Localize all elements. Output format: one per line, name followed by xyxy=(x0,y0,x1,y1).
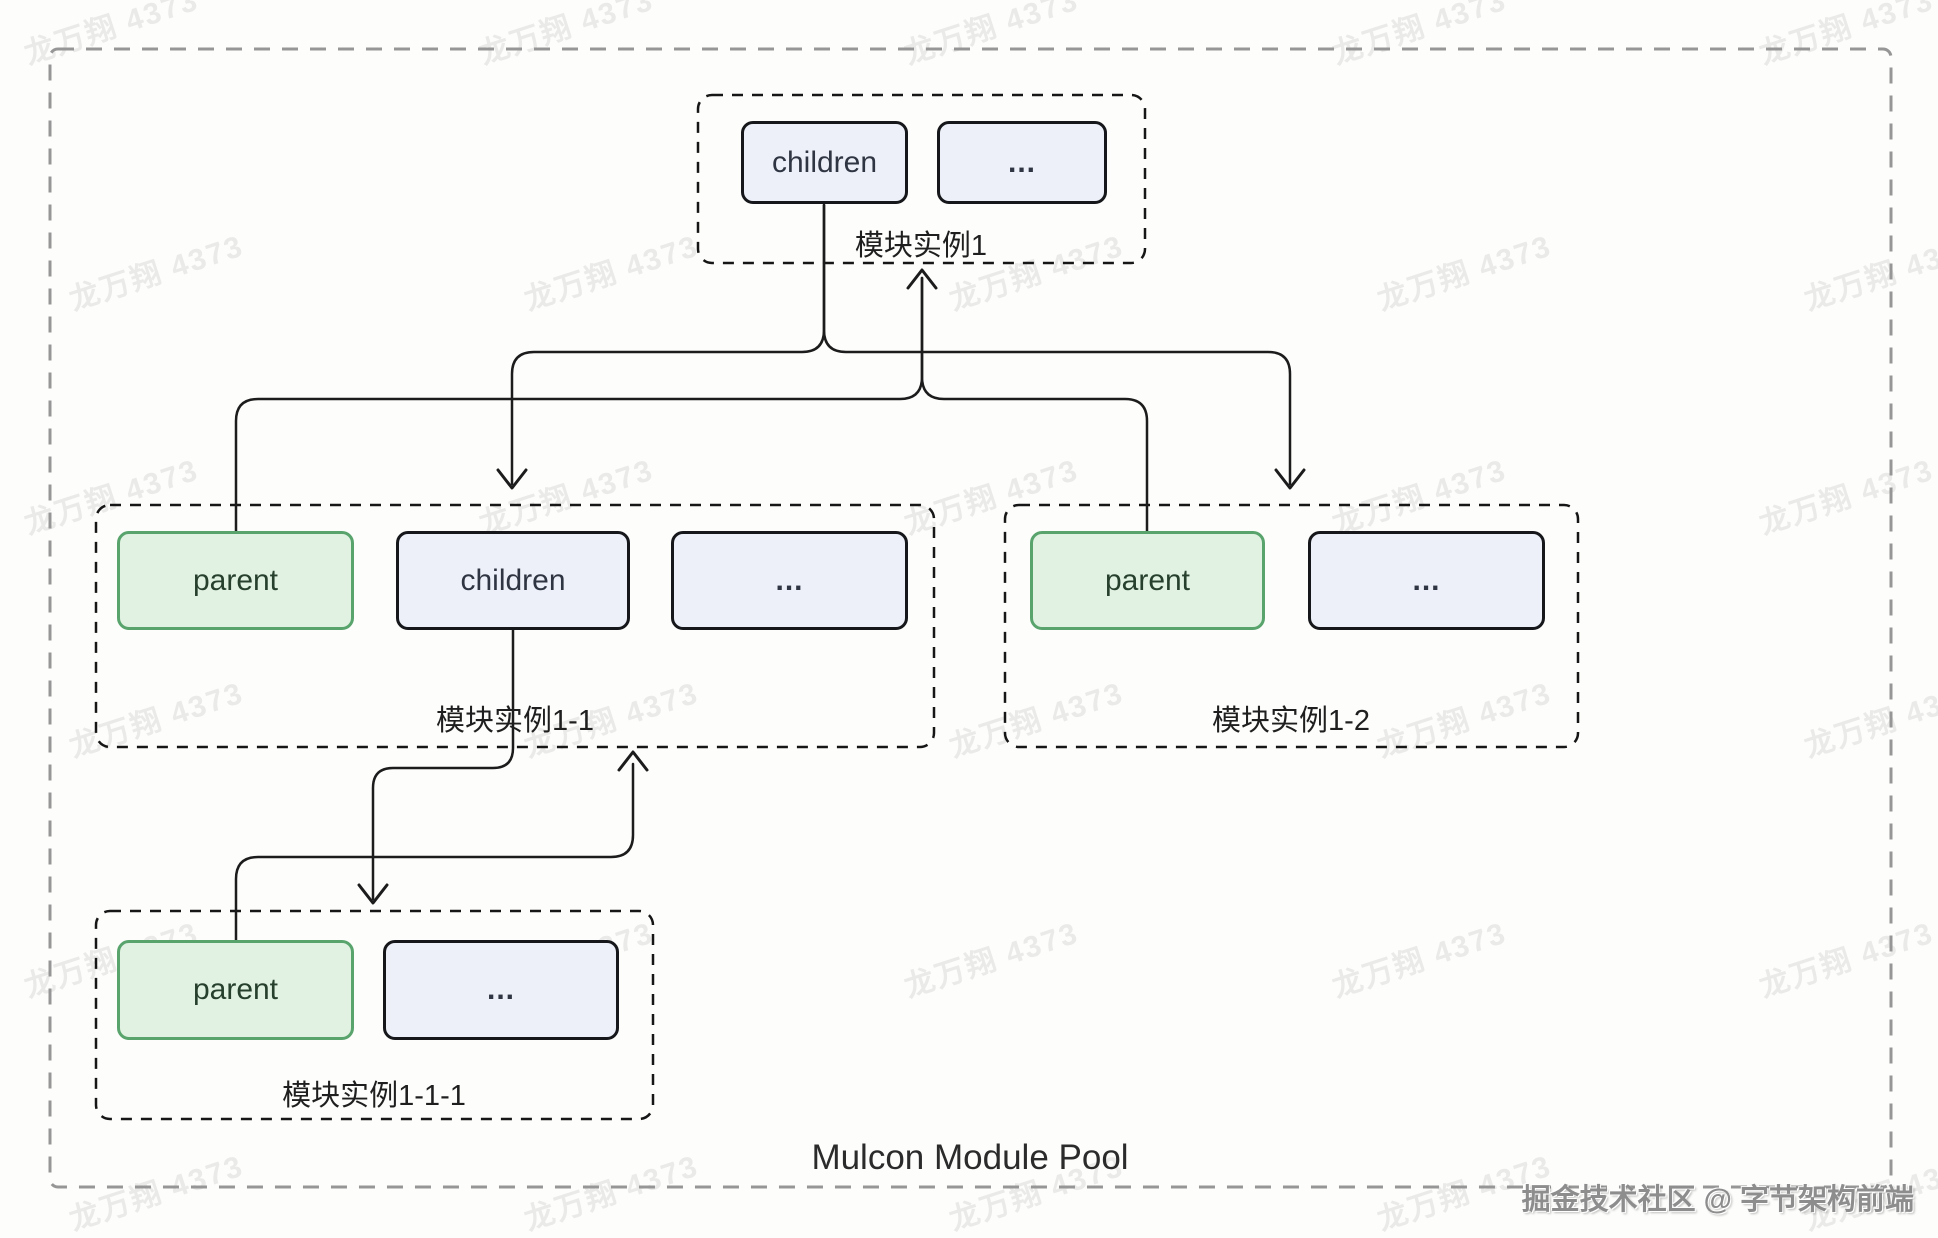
box-label: ... xyxy=(1412,563,1441,597)
box-label: parent xyxy=(1104,563,1191,597)
box-instance1-1-parent: parent xyxy=(117,531,354,630)
group-label-instance-1-2: 模块实例1-2 xyxy=(1212,705,1370,737)
box-instance1-1-1-more: ... xyxy=(383,940,619,1040)
group-label-instance-1-1-1: 模块实例1-1-1 xyxy=(282,1080,466,1112)
arrow-parent1-1-1-to-instance1-1 xyxy=(234,762,635,942)
box-label: ... xyxy=(1007,145,1036,179)
box-label: parent xyxy=(192,973,279,1006)
arrow-children1-1-to-instance1-1-1 xyxy=(371,628,515,901)
box-instance1-1-children: children xyxy=(396,531,630,630)
group-frame-instance-1-1 xyxy=(94,503,936,749)
box-instance1-2-more: ... xyxy=(1308,531,1545,630)
arrowhead-up-instance1-1 xyxy=(617,750,649,772)
box-label: ... xyxy=(775,563,804,597)
box-instance1-2-parent: parent xyxy=(1030,531,1265,630)
group-frame-instance-1 xyxy=(696,93,1147,265)
box-label: children xyxy=(771,145,878,179)
group-label-instance-1: 模块实例1 xyxy=(854,230,988,262)
credit-watermark: 掘金技术社区 @ 字节架构前端 xyxy=(1521,1184,1914,1216)
box-label: parent xyxy=(192,563,279,597)
arrow-parent1-1-to-instance1 xyxy=(234,276,924,533)
arrowhead-down-instance1-1 xyxy=(496,468,528,490)
arrowhead-down-instance1-2 xyxy=(1274,468,1306,490)
box-instance1-more: ... xyxy=(937,121,1107,204)
arrow-children1-to-instance1-1 xyxy=(510,203,826,486)
box-instance1-1-more: ... xyxy=(671,531,908,630)
arrow-children1-to-instance1-2 xyxy=(822,203,1292,486)
arrow-parent1-2-to-instance1 xyxy=(920,276,1149,533)
arrowhead-down-instance1-1-1 xyxy=(357,883,389,905)
arrowhead-up-instance1 xyxy=(906,268,938,290)
box-instance1-1-1-parent: parent xyxy=(117,940,354,1040)
box-label: ... xyxy=(486,973,515,1006)
box-label: children xyxy=(460,563,566,597)
box-instance1-children: children xyxy=(741,121,908,204)
group-label-instance-1-1: 模块实例1-1 xyxy=(436,705,594,737)
group-frame-instance-1-1-1 xyxy=(94,909,655,1121)
pool-title: Mulcon Module Pool xyxy=(811,1138,1129,1177)
